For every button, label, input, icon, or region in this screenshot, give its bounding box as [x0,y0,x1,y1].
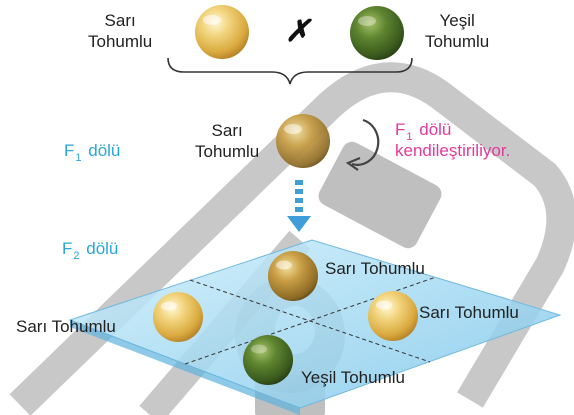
f1-generation-subscript: 1 [75,152,82,164]
parent-green-seed [350,6,404,60]
cycle-arrow-icon [345,118,380,171]
f2-seed-bottom-label: Yeşil Tohumlu [301,368,405,387]
parent-green-label-line2: Tohumlu [425,31,490,51]
brace-icon [167,57,413,85]
f2-seed-bottom [243,335,293,385]
f2-generation-word: dölü [86,239,119,258]
f1-seed-label-line2: Tohumlu [195,141,260,161]
f2-seed-top-label: Sarı Tohumlu [325,259,425,278]
f1-generation-letter: F [64,141,75,160]
f2-generation-letter: F [62,239,73,258]
cross-icon: ✗ [285,15,311,48]
f2-generation-subscript: 2 [73,250,80,262]
down-arrow-icon [287,180,311,232]
f1-generation-word: dölü [88,141,121,160]
self-pollination-note: F1 dölü kendileştiriliyor. [395,120,510,161]
parent-yellow-label-line1: Sarı [104,11,136,30]
self-pollination-note-line1: F1 dölü [395,120,510,143]
parent-yellow-label: Sarı Tohumlu [88,11,152,52]
f2-seed-left-label: Sarı Tohumlu [16,317,116,336]
f1-generation-label: F1 dölü [64,141,121,164]
parent-yellow-label-line2: Tohumlu [88,31,153,51]
note-generation-subscript: 1 [406,131,413,143]
note-generation-word: dölü [419,120,452,139]
parent-green-label: Yeşil Tohumlu [425,11,489,52]
f1-seed-label: Sarı Tohumlu [195,121,259,162]
parent-yellow-seed [195,5,249,59]
self-pollination-note-line2: kendileştiriliyor. [395,140,511,160]
f1-yellow-seed [276,114,330,168]
punnett-plane [68,239,562,415]
f2-generation-label: F2 dölü [62,239,119,262]
f2-seed-top [268,251,318,301]
f2-seed-right-label: Sarı Tohumlu [419,303,519,322]
f2-seed-left [153,292,203,342]
f1-seed-label-line1: Sarı [211,121,243,140]
note-generation-letter: F [395,120,406,139]
parent-green-label-line1: Yeşil [439,11,475,30]
f2-seed-right [368,291,418,341]
